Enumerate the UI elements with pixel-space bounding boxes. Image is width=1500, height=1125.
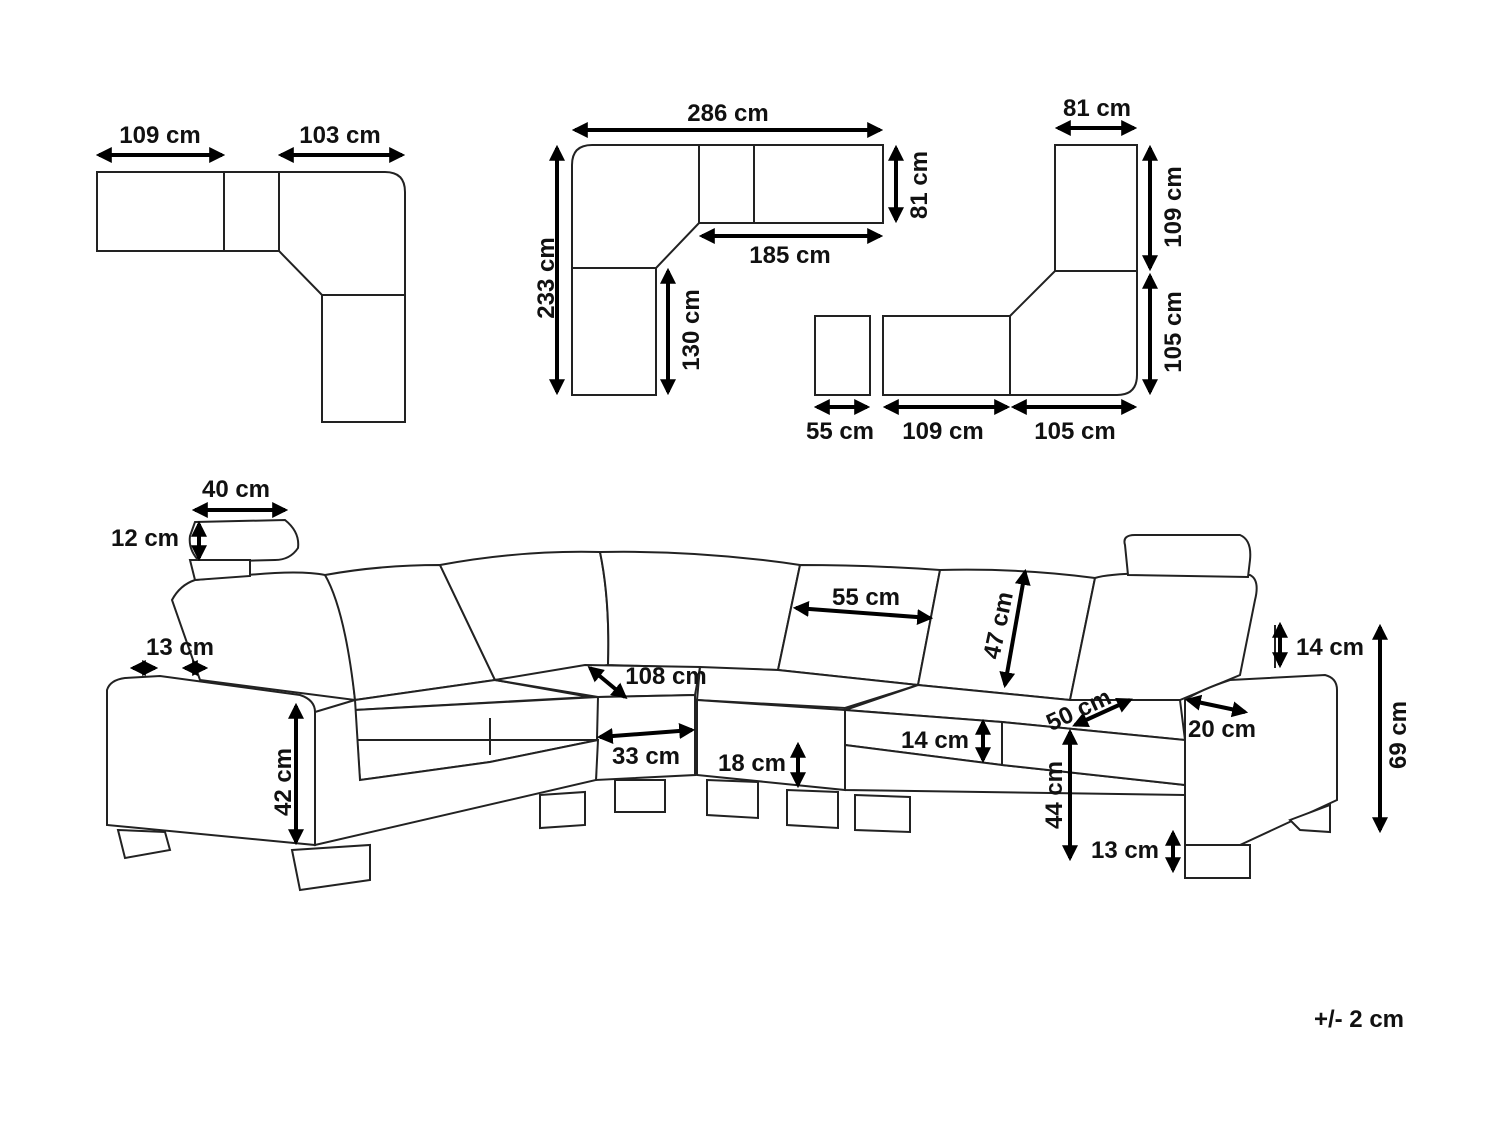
sofa-legs xyxy=(116,778,1331,892)
label-headrest-width: 40 cm xyxy=(202,476,270,503)
label-backrest-width: 55 cm xyxy=(832,584,900,611)
label-corner-diagonal: 108 cm xyxy=(625,663,706,690)
plan-left: 109 cm 103 cm xyxy=(95,122,406,423)
label-lower-depth: 105 cm xyxy=(1160,291,1187,372)
label-section-width: 109 cm xyxy=(902,418,983,445)
label-top-width: 81 cm xyxy=(1063,95,1131,122)
sofa-perspective: 40 cm 12 cm 13 cm 42 cm 108 cm 33 cm 18 … xyxy=(106,476,1412,892)
label-inner-depth: 130 cm xyxy=(678,289,705,370)
plan-right: 81 cm 109 cm 105 cm 55 cm 109 cm 105 cm xyxy=(806,95,1187,445)
label-seat-height-left: 42 cm xyxy=(270,748,297,816)
label-armrest-width: 13 cm xyxy=(146,634,214,661)
label-width-left: 109 cm xyxy=(119,122,200,149)
label-total-width: 286 cm xyxy=(687,100,768,127)
label-headrest-right-height: 14 cm xyxy=(1296,634,1364,661)
label-corner-front: 33 cm xyxy=(612,743,680,770)
label-inner-width: 185 cm xyxy=(749,242,830,269)
label-width-right: 103 cm xyxy=(299,122,380,149)
label-seat-height: 44 cm xyxy=(1041,761,1068,829)
label-corner-width: 105 cm xyxy=(1034,418,1115,445)
plan-middle: 286 cm 233 cm 81 cm 185 cm 130 cm xyxy=(533,100,933,396)
label-total-depth: 233 cm xyxy=(533,237,560,318)
label-arm-width-right: 20 cm xyxy=(1188,716,1256,743)
label-arm-depth: 81 cm xyxy=(906,151,933,219)
tolerance-note: +/- 2 cm xyxy=(1314,1006,1404,1033)
label-base-height: 18 cm xyxy=(718,750,786,777)
label-leg-height: 13 cm xyxy=(1091,837,1159,864)
label-cushion-height: 14 cm xyxy=(901,727,969,754)
label-upper-depth: 109 cm xyxy=(1160,166,1187,247)
label-headrest-height: 12 cm xyxy=(111,525,179,552)
label-ottoman-width: 55 cm xyxy=(806,418,874,445)
label-total-height: 69 cm xyxy=(1385,701,1412,769)
